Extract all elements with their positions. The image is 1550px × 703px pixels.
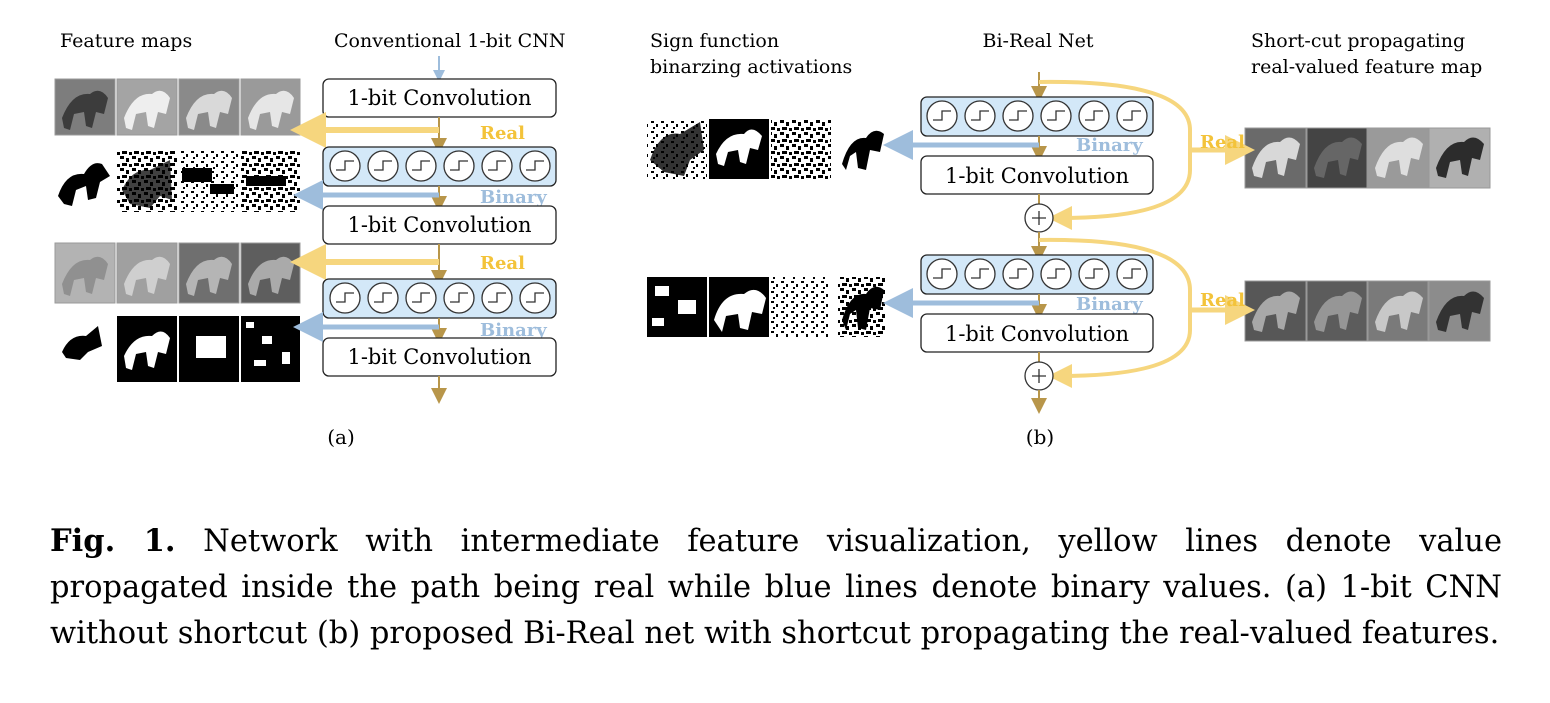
figure-diagram: Feature maps Conventional 1-bit CNN xyxy=(54,30,1491,449)
conv-label-b1: 1-bit Convolution xyxy=(945,164,1129,188)
shortcut-maps-row-1 xyxy=(1244,127,1491,189)
feature-map-row-real-1 xyxy=(54,78,301,136)
conv-label-a1: 1-bit Convolution xyxy=(347,86,531,110)
feature-map-row-binary-2 xyxy=(55,316,300,382)
conv-block-b1 xyxy=(920,155,1154,195)
feature-map-row-binary-1 xyxy=(55,150,300,212)
sign-maps-row-1 xyxy=(647,119,885,179)
subfigure-label-b: (b) xyxy=(1026,425,1054,449)
sign-function-title-line2: binarzing activations xyxy=(650,56,852,78)
feature-map-row-real-2 xyxy=(54,242,301,304)
shortcut-maps-row-2 xyxy=(1244,280,1491,342)
figure-caption: Fig. 1. Network with intermediate featur… xyxy=(50,518,1502,657)
binary-label-b2: Binary xyxy=(1076,294,1143,315)
conv-label-a2: 1-bit Convolution xyxy=(347,213,531,237)
real-label-a1: Real xyxy=(480,123,525,144)
bireal-net-title: Bi-Real Net xyxy=(983,30,1094,52)
shortcut-path-b2 xyxy=(1038,237,1192,388)
conv-label-a3: 1-bit Convolution xyxy=(347,345,531,369)
real-label-b2: Real xyxy=(1200,290,1245,311)
real-label-a2: Real xyxy=(480,253,525,274)
real-label-b1: Real xyxy=(1200,132,1245,153)
panel-b: Sign function binarzing activations Bi-R… xyxy=(647,30,1491,449)
shortcut-title-line1: Short-cut propagating xyxy=(1251,30,1465,52)
feature-maps-title: Feature maps xyxy=(60,30,192,52)
conventional-cnn-title: Conventional 1-bit CNN xyxy=(334,30,565,52)
binary-label-a2: Binary xyxy=(480,320,547,341)
panel-a: Feature maps Conventional 1-bit CNN xyxy=(54,30,565,449)
shortcut-title-line2: real-valued feature map xyxy=(1251,56,1482,78)
shortcut-path-b1 xyxy=(1038,79,1192,230)
sign-function-title-line1: Sign function xyxy=(650,30,779,52)
binary-label-b1: Binary xyxy=(1076,135,1143,156)
caption-label: Fig. 1. xyxy=(50,523,176,559)
conv-label-b2: 1-bit Convolution xyxy=(945,322,1129,346)
subfigure-label-a: (a) xyxy=(327,425,355,449)
caption-text: Network with intermediate feature visual… xyxy=(50,524,1502,651)
conv-block-b2 xyxy=(920,313,1154,353)
binary-label-a1: Binary xyxy=(480,187,547,208)
sign-maps-row-2 xyxy=(647,277,885,337)
